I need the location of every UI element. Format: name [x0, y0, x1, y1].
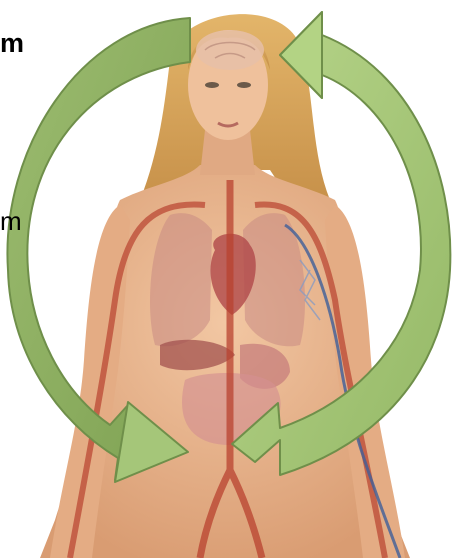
- right-eye: [237, 82, 251, 88]
- clipped-text-top: m: [0, 30, 24, 57]
- brain-overlay: [196, 30, 264, 70]
- left-eye: [205, 82, 219, 88]
- clipped-text-middle: m: [0, 208, 22, 234]
